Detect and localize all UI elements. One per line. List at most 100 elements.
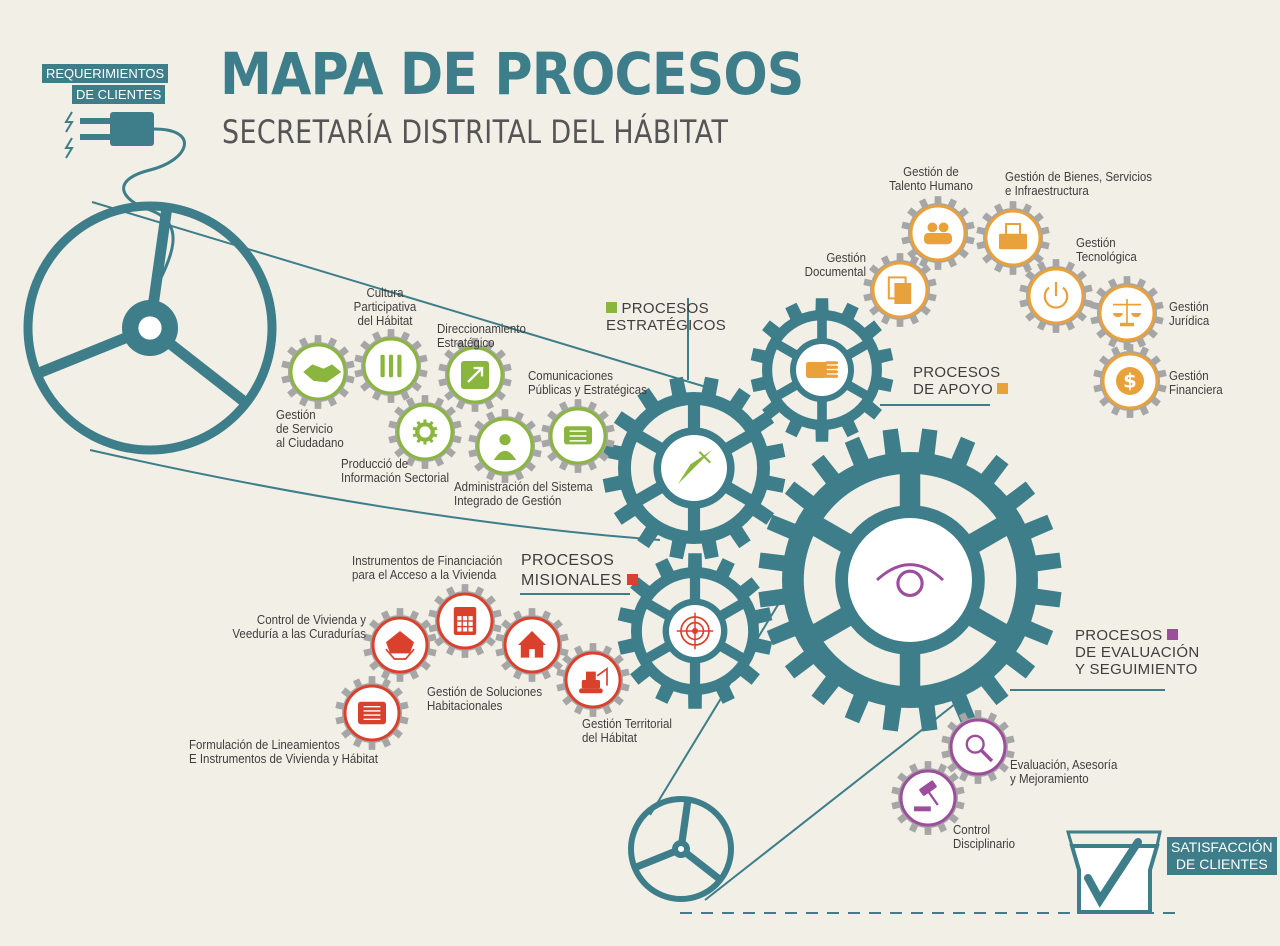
plug-icon: [64, 111, 186, 301]
label-line: e Infraestructura: [1005, 184, 1089, 198]
arrow-up-right-icon: [461, 361, 489, 389]
excavator-icon: [579, 667, 608, 694]
label-line: Gestión: [276, 408, 316, 422]
label-line: Integrado de Gestión: [454, 494, 562, 508]
label-lineamientos: Formulación de Lineamientos E Instrument…: [189, 738, 378, 766]
gear-financiacion: [428, 584, 502, 658]
missional-main-gear: [617, 553, 773, 709]
label-line: Gestión: [1169, 300, 1209, 314]
label-line: Direccionamiento: [437, 322, 526, 336]
label-direccionamiento: Direccionamiento Estratégico: [437, 322, 526, 350]
label-line: Producció de: [341, 457, 409, 471]
label-line: Comunicaciones: [528, 369, 614, 383]
gear-control-vivienda: [363, 608, 437, 682]
label-line: E Instrumentos de Vivienda y Hábitat: [189, 752, 379, 766]
label-financiacion: Instrumentos de Financiación para el Acc…: [352, 554, 502, 582]
label-line: del Hábitat: [582, 731, 637, 745]
label-line: y Mejoramiento: [1010, 772, 1089, 786]
gear-hub: [848, 518, 972, 642]
eye-icon: [876, 563, 944, 597]
house-box-icon: [385, 631, 415, 660]
client-requirements-line1: REQUERIMIENTOS: [46, 66, 165, 81]
client-requirements-tag-2: DE CLIENTES: [72, 85, 166, 104]
gear-tecnologica: [1019, 259, 1093, 333]
gear-center: [949, 718, 1007, 776]
label-comunicaciones: Comunicaciones Públicas y Estratégicas: [528, 369, 647, 397]
client-satisfaction-tag: SATISFACCIÓN DE CLIENTES: [1167, 837, 1277, 875]
label-line: Gestión de Soluciones: [427, 685, 543, 699]
gear-lineamientos: [335, 676, 409, 750]
label-line: Formulación de Lineamientos: [189, 738, 340, 752]
handshake-icon: [303, 364, 342, 383]
support-processes-title: PROCESOS DE APOYO: [913, 364, 1009, 398]
label-soluciones-habitacionales: Gestión de Soluciones Habitacionales: [427, 685, 542, 713]
dollar-icon: $: [1116, 367, 1144, 395]
output-wheel: [628, 796, 734, 902]
pen-nib-icon: [677, 450, 712, 485]
gear-sistema-integrado: [468, 409, 542, 483]
calculator-icon: [453, 607, 477, 635]
label-line: Públicas y Estratégicas: [528, 383, 647, 397]
label-line: Evaluación, Asesoría: [1010, 758, 1118, 772]
gear-control-disciplinario: [891, 761, 965, 835]
support-color-square: [997, 383, 1009, 394]
label-juridica: Gestión Jurídica: [1169, 300, 1209, 328]
label-financiera: Gestión Financiera: [1169, 369, 1223, 397]
label-line: de Servicio: [276, 422, 333, 436]
label-line: Gestión: [826, 251, 866, 265]
gear-talento-humano: [901, 196, 975, 270]
label-line: Administración del Sistema: [454, 480, 593, 494]
evaluation-title-line2: DE EVALUACIÓN: [1075, 644, 1200, 661]
gear-documental: [863, 253, 937, 327]
gears: $: [23, 111, 1167, 914]
label-documental: Gestión Documental: [783, 251, 866, 279]
support-main-gear: [750, 298, 894, 442]
magnifier-icon: [965, 734, 994, 763]
strategic-title-line1: PROCESOS: [621, 300, 709, 317]
printer-icon: [999, 223, 1027, 250]
label-line: Gestión Territorial: [582, 717, 672, 731]
client-requirements-line2: DE CLIENTES: [76, 87, 162, 102]
gear-icon: [412, 419, 438, 445]
gear-juridica: [1090, 276, 1164, 350]
gear-informacion-sectorial: [388, 395, 462, 469]
svg-text:$: $: [1123, 369, 1137, 392]
label-line: Documental: [804, 265, 866, 279]
chat-icon: [564, 426, 592, 445]
client-satisfaction-line2: DE CLIENTES: [1175, 856, 1268, 872]
strategic-color-square: [606, 302, 617, 313]
people-icon: [924, 222, 952, 245]
missional-title-line1: PROCESOS: [521, 552, 615, 569]
label-tecnologica: Gestión Tecnológica: [1076, 236, 1137, 264]
label-line: Gestión: [1076, 236, 1116, 250]
wheel-rim: [628, 796, 734, 902]
strategic-processes-title: PROCESOS ESTRATÉGICOS: [606, 300, 726, 334]
page-title: MAPA DE PROCESOS: [220, 40, 804, 108]
gear-cultura-participativa: [354, 329, 428, 403]
label-bienes-servicios: Gestión de Bienes, Servicios e Infraestr…: [1005, 170, 1152, 198]
label-line: Habitacionales: [427, 699, 503, 713]
evaluation-color-square: [1166, 629, 1178, 640]
label-line: Cultura: [366, 286, 404, 300]
hand-icon: [806, 361, 838, 378]
documents-icon: [887, 276, 912, 304]
belt-small-right: [704, 699, 961, 901]
label-territorial: Gestión Territorial del Hábitat: [582, 717, 672, 745]
gear-center: [899, 769, 957, 827]
evaluation-title-line3: Y SEGUIMIENTO: [1075, 661, 1198, 678]
wheel-bolt: [136, 314, 164, 342]
document-lines-icon: [358, 701, 386, 725]
label-servicio-ciudadano: Gestión de Servicio al Ciudadano: [276, 408, 344, 450]
evaluation-processes-title: PROCESOS DE EVALUACIÓN Y SEGUIMIENTO: [1075, 627, 1200, 678]
belt-top: [91, 201, 717, 391]
label-line: Financiera: [1169, 383, 1223, 397]
gear-evaluacion-asesoria: [941, 710, 1015, 784]
gear-center: [476, 417, 534, 475]
power-icon: [1043, 282, 1069, 309]
gear-direccionamiento: [438, 338, 512, 412]
raised-hands-icon: [380, 354, 402, 378]
page-subtitle: SECRETARÍA DISTRITAL DEL HÁBITAT: [222, 113, 729, 151]
missional-title-line2: MISIONALES: [521, 572, 622, 589]
strategic-title-line2: ESTRATÉGICOS: [606, 317, 727, 334]
